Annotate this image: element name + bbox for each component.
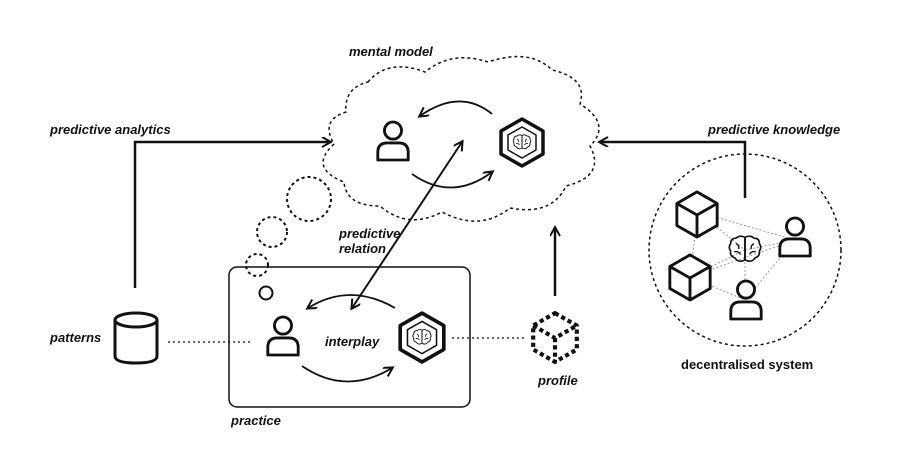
person-icon [266,315,300,357]
interplay-cycle-arrow-bottom [301,365,392,383]
predictive-knowledge-arrow [600,142,747,198]
brain-cube-icon [400,313,444,362]
brain-icon [728,235,762,263]
cube-icon [668,253,712,302]
person-icon [376,120,410,162]
thought-bubble-tiny [258,285,274,301]
practice-box [228,266,471,408]
decentralised-system-label: decentralised system [681,357,814,372]
practice-label: practice [231,413,281,428]
thought-bubble-large [286,176,332,222]
predictive-analytics-arrow [133,142,330,288]
mental-model-cycle-arrow-bottom [411,172,492,189]
database-icon [113,311,159,365]
predictive-relation-label-line1: predictive [339,226,401,241]
profile-label: profile [538,373,578,388]
predictive-relation-arrow [352,142,462,308]
brain-cube-icon [501,119,543,166]
thought-bubble-medium [256,216,288,248]
interplay-label: interplay [325,334,380,349]
mental-model-cycle-arrow-top [420,100,493,116]
dashed-cube-icon [533,313,577,362]
mental-model-cloud [322,55,600,222]
thought-bubble-small [245,253,269,277]
interplay-cycle-arrow-top [308,294,396,308]
patterns-label: patterns [50,330,102,345]
predictive-relation-label-line2: relation [339,241,386,256]
predictive-analytics-label: predictive analytics [50,122,171,137]
predictive-knowledge-label: predictive knowledge [708,122,841,137]
cube-icon [675,190,719,239]
mental-model-label: mental model [349,44,433,59]
